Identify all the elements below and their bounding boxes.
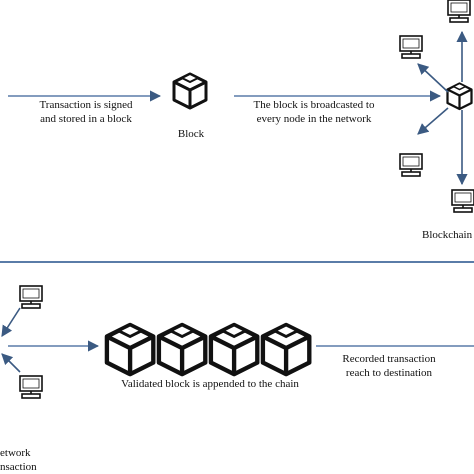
chain-block-2-icon — [159, 325, 205, 374]
computer-icon-left-bottom — [19, 375, 43, 399]
computer-icon-lower-left — [399, 153, 423, 177]
spoke-upper-left — [417, 63, 449, 93]
left-spoke-down — [1, 353, 21, 373]
result-text-line1: Recorded transaction — [342, 353, 436, 365]
chain-block-4-icon — [263, 325, 309, 374]
chain-block-1-icon — [107, 325, 153, 374]
chain-block-3-icon — [211, 325, 257, 374]
left-network-label-line2: nsaction — [0, 461, 37, 473]
computer-icon-left-top — [19, 285, 43, 309]
computer-icon-top — [447, 0, 471, 23]
network-label: Blockchain — [422, 229, 473, 241]
spoke-lower-left — [417, 107, 449, 135]
computer-icon-upper-left — [399, 35, 423, 59]
step1-text-line2: and stored in a block — [40, 113, 132, 125]
computer-icon-bottom — [451, 189, 474, 213]
result-text-line2: reach to destination — [346, 367, 433, 379]
chain-label: Validated block is appended to the chain — [121, 378, 299, 390]
step2-text-line2: every node in the network — [257, 113, 372, 125]
network-hub-cube-icon — [446, 82, 473, 111]
left-spoke-up — [1, 307, 21, 337]
block-cube-icon — [172, 72, 208, 110]
step1-text-line1: Transaction is signed — [39, 99, 133, 111]
block-label: Block — [178, 128, 205, 140]
step2-text-line1: The block is broadcasted to — [254, 99, 375, 111]
left-network-label-line1: etwork — [0, 447, 31, 459]
